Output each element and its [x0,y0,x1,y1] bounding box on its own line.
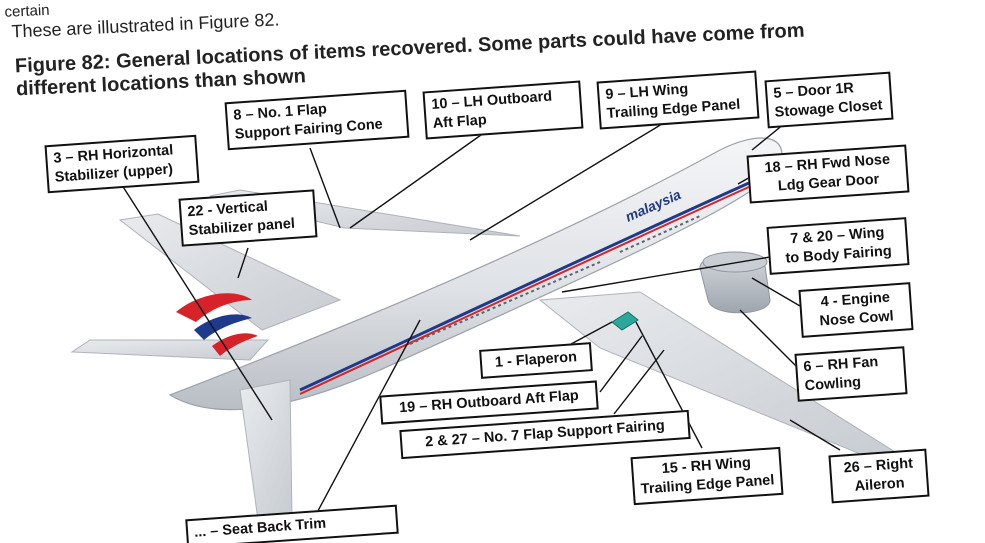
leader-line-8 [309,147,341,229]
leader-line-9 [469,117,673,241]
leader-line-10 [349,129,489,229]
livery-stripe-red [299,181,761,395]
right-horizontal-stabilizer [239,379,293,521]
leader-line-22 [237,247,249,279]
leader-line-26 [789,419,841,451]
label-engine-nose-cowl: 4 - Engine Nose Cowl [798,282,914,338]
label-rh-fan-cowling: 6 – RH Fan Cowling [794,346,908,402]
label-wing-to-body-fairing: 7 & 20 – Wing to Body Fairing [766,217,910,275]
label-right-aileron: 26 – Right Aileron [828,448,930,504]
leader-line-7 [561,255,777,293]
leader-line-5 [751,123,785,151]
leader-line-19 [599,335,643,393]
leader-line-15 [635,321,703,449]
livery-stripe [299,176,761,392]
cabin-windows [409,215,701,345]
flaperon-highlight [611,311,639,331]
leader-line-3 [119,181,273,421]
leader-line-6 [739,309,801,371]
engine-intake [702,251,768,273]
leader-line-cut [311,319,421,523]
label-vertical-stabilizer-panel: 22 - Vertical Stabilizer panel [178,189,318,247]
label-door-1r-stowage-closet: 5 – Door 1R Stowage Closet [764,71,894,129]
leader-lines [119,117,841,523]
leader-line-4 [751,277,801,307]
